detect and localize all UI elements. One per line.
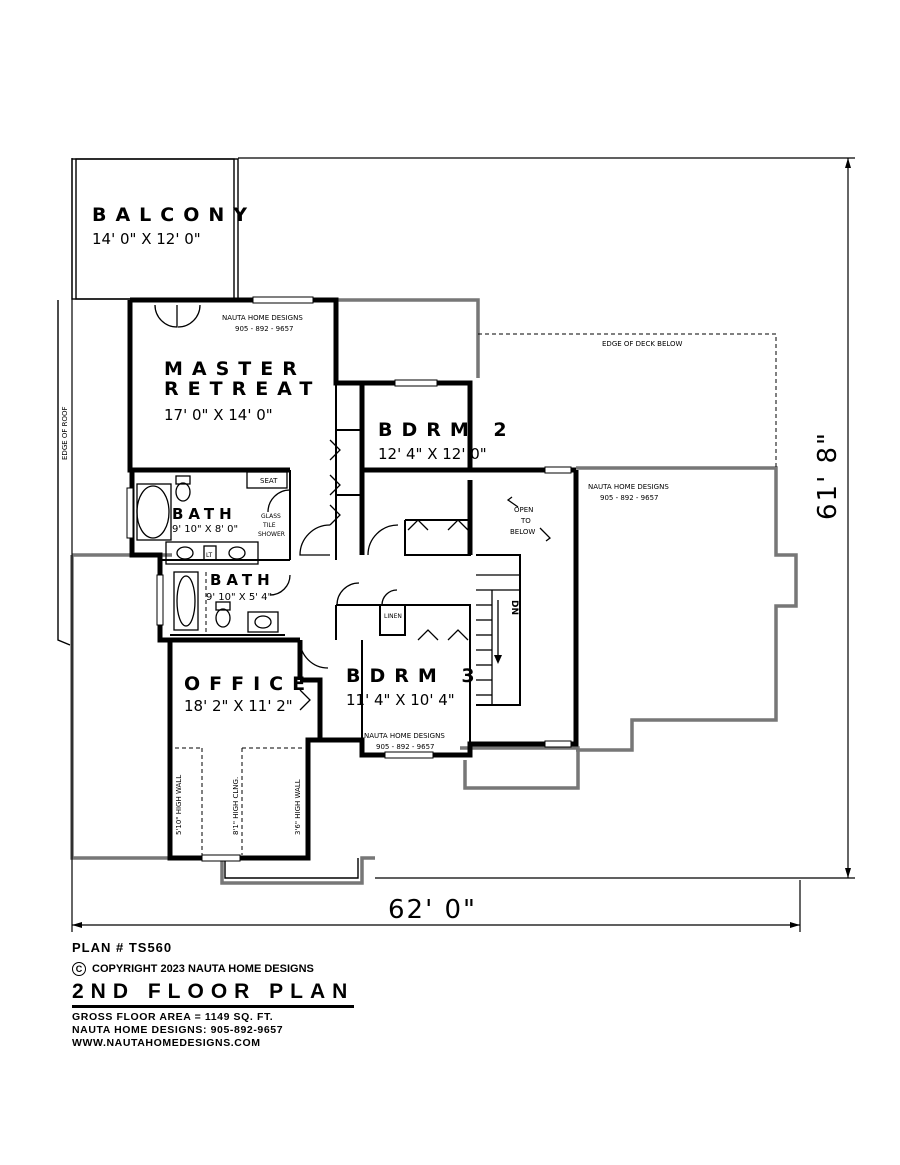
- brand-master-line1: NAUTA HOME DESIGNS: [222, 314, 303, 322]
- glass-shower-line3: SHOWER: [258, 531, 285, 538]
- bath-fixtures: [136, 471, 288, 635]
- master-name-line2: RETREAT: [164, 378, 321, 400]
- balcony-outline: [71, 158, 239, 300]
- plan-number: PLAN # TS560: [72, 940, 173, 955]
- high-ceiling-label: 8'1" HIGH CLNG.: [232, 777, 240, 835]
- open-to-below-line2: TO: [520, 517, 531, 525]
- copyright-line: C COPYRIGHT 2023 NAUTA HOME DESIGNS: [72, 962, 354, 976]
- width-dimension: 62' 0": [388, 895, 477, 925]
- office-ceiling-lines: [175, 747, 302, 855]
- master-name-line1: MASTER: [164, 358, 306, 380]
- door-swings: [154, 304, 469, 711]
- stairs-dn-label: DN: [509, 600, 519, 615]
- stairs: [476, 574, 520, 705]
- open-to-below-line1: OPEN: [514, 506, 533, 514]
- plan-title: 2ND FLOOR PLAN: [72, 980, 355, 1008]
- linen-label: LINEN: [384, 613, 402, 620]
- bdrm2-size: 12' 4" X 12' 0": [378, 445, 487, 463]
- glass-shower-line1: GLASS: [261, 513, 281, 520]
- lt-label: LT: [206, 552, 213, 559]
- depth-dimension: 61' 8": [813, 431, 843, 520]
- brand-bdrm3-line2: 905 - 892 - 9657: [376, 743, 435, 751]
- windows: [126, 296, 572, 862]
- bdrm3-name: BDRM 3: [346, 665, 484, 687]
- title-block: PLAN # TS560 C COPYRIGHT 2023 NAUTA HOME…: [72, 940, 355, 1050]
- bdrm2-name: BDRM 2: [378, 419, 516, 441]
- bdrm3-size: 11' 4" X 10' 4": [346, 691, 455, 709]
- high-wall-left-label: 5'10" HIGH WALL: [175, 775, 183, 835]
- dimension-lines: [71, 157, 855, 932]
- company-phone: NAUTA HOME DESIGNS: 905-892-9657: [72, 1024, 284, 1036]
- edge-of-roof-label: EDGE OF ROOF: [61, 406, 69, 460]
- open-to-below-arrows: [506, 496, 551, 542]
- copyright-icon: C: [72, 962, 86, 976]
- bath2-name: BATH: [210, 571, 275, 589]
- edge-of-deck-label: EDGE OF DECK BELOW: [602, 340, 683, 348]
- copyright-text: COPYRIGHT 2023 NAUTA HOME DESIGNS: [92, 963, 314, 975]
- bath1-size: 9' 10" X 8' 0": [172, 524, 238, 535]
- master-size: 17' 0" X 14' 0": [164, 406, 273, 424]
- balcony-size: 14' 0" X 12' 0": [92, 230, 201, 248]
- bath1-name: BATH: [172, 505, 237, 523]
- high-wall-right-label: 3'6" HIGH WALL: [294, 779, 302, 835]
- brand-bdrm3-line1: NAUTA HOME DESIGNS: [364, 732, 445, 740]
- balcony-name: BALCONY: [92, 204, 256, 226]
- gross-floor-area: GROSS FLOOR AREA = 1149 SQ. FT.: [72, 1011, 274, 1023]
- glass-shower-line2: TILE: [262, 522, 276, 529]
- office-name: OFFICE: [184, 673, 314, 695]
- open-to-below-line3: BELOW: [510, 528, 535, 536]
- company-website: WWW.NAUTAHOMEDESIGNS.COM: [72, 1037, 261, 1049]
- bath2-size: 9' 10" X 5' 4": [206, 592, 272, 603]
- brand-master-line2: 905 - 892 - 9657: [235, 325, 294, 333]
- office-size: 18' 2" X 11' 2": [184, 697, 293, 715]
- brand-deck-line2: 905 - 892 - 9657: [600, 494, 659, 502]
- brand-deck-line1: NAUTA HOME DESIGNS: [588, 483, 669, 491]
- seat-label: SEAT: [260, 477, 278, 485]
- interior-walls: [132, 383, 521, 744]
- deck-edge-dashed: [478, 333, 777, 468]
